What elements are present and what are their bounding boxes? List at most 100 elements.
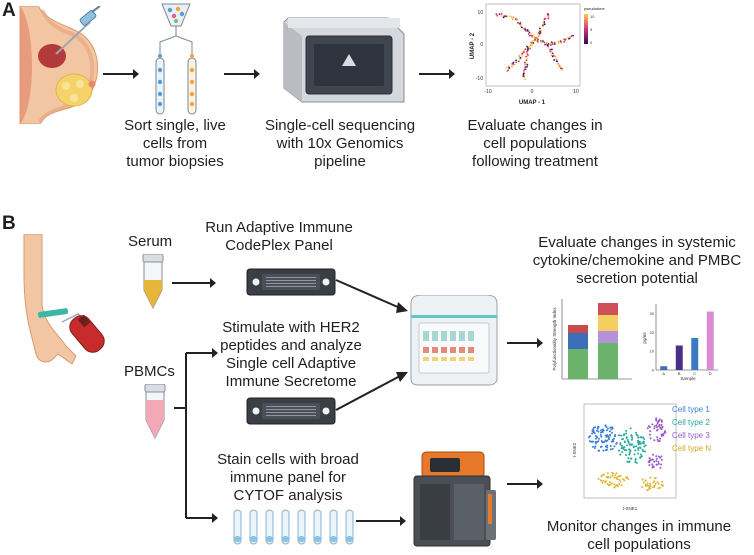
tsne-point <box>615 472 618 475</box>
umap-point <box>521 52 524 55</box>
bar-C <box>691 337 699 370</box>
umap-point <box>526 65 528 68</box>
tsne-point <box>616 475 619 478</box>
umap-point <box>539 30 541 33</box>
tsne-point <box>609 476 612 479</box>
umap-point <box>511 65 513 68</box>
tsne-point <box>656 438 659 441</box>
tsne-point <box>620 484 623 487</box>
step-sequencing-caption: Single-cell sequencing with 10x Genomics… <box>264 117 416 170</box>
umap-point <box>537 41 539 43</box>
umap-ytick-2: 0 <box>480 42 483 48</box>
umap-point <box>542 40 545 43</box>
tsne-point <box>651 463 654 466</box>
tsne-point <box>635 445 638 448</box>
codeplex-caption: Run Adaptive Immune CodePlex Panel <box>205 219 353 254</box>
umap-point <box>500 12 503 15</box>
umap-point <box>495 13 498 16</box>
tsne-point <box>592 440 595 443</box>
tsne-point <box>597 425 600 428</box>
tsne-point <box>634 461 637 464</box>
umap-point <box>543 23 546 26</box>
tsne-point <box>601 481 604 484</box>
tsne-point <box>599 479 602 482</box>
umap-point <box>500 15 503 17</box>
tsne-point <box>592 426 595 429</box>
umap-point <box>549 44 552 46</box>
tsne-point <box>627 457 630 460</box>
chip-to-reader-arrows <box>335 279 408 411</box>
tsne-point <box>592 445 595 448</box>
tsne-point <box>637 448 640 451</box>
tsne-point <box>625 454 628 457</box>
monitor-immune-title: Monitor changes in immune cell populatio… <box>546 518 732 553</box>
tsne-point <box>660 428 663 431</box>
tsne-point <box>638 442 641 445</box>
umap-cb-tick-1: 10 <box>590 14 595 19</box>
umap-point <box>527 30 529 32</box>
tsne-point <box>651 453 654 456</box>
tsne-point <box>649 482 652 485</box>
umap-point <box>523 76 526 79</box>
tsne-point <box>630 438 633 441</box>
umap-point <box>511 18 514 21</box>
tsne-point <box>611 426 614 429</box>
umap-point <box>540 29 543 32</box>
tsne-point <box>629 427 632 430</box>
umap-point <box>524 68 527 71</box>
umap-point <box>508 15 511 18</box>
tsne-point <box>606 446 609 449</box>
tsne-point <box>639 456 642 459</box>
umap-point <box>516 19 519 22</box>
tsne-point <box>660 419 663 422</box>
tsne-point <box>664 431 667 434</box>
tsne-point <box>610 482 613 485</box>
tsne-point <box>660 483 663 486</box>
serum-label: Serum <box>128 233 173 250</box>
umap-cb-tick-2: 5 <box>590 27 593 32</box>
tsne-point <box>601 474 604 477</box>
tsne-point <box>625 449 628 452</box>
tsne-point <box>641 448 644 451</box>
tsne-point <box>620 434 623 437</box>
tsne-point <box>652 466 655 469</box>
umap-xtick-1: -10 <box>484 89 491 95</box>
legend-cell-type-1: Cell type 1 <box>672 405 710 414</box>
codeplex-chip-icon <box>246 268 336 296</box>
tsne-point <box>655 455 658 458</box>
umap-point <box>496 14 499 17</box>
tsne-point <box>656 436 659 439</box>
tsne-point <box>644 479 647 482</box>
tsne-point <box>634 431 637 434</box>
arm-blood-draw-illustration <box>23 234 105 365</box>
arrow-a1 <box>103 69 139 79</box>
tsne-point <box>649 476 652 479</box>
tsne-point <box>611 471 614 474</box>
umap-point <box>547 17 550 20</box>
tsne-point <box>609 445 612 448</box>
umap-point <box>544 17 547 20</box>
tsne-point <box>604 424 607 427</box>
tsne-point <box>606 472 609 475</box>
tsne-point <box>633 453 636 456</box>
tsne-point <box>607 435 610 438</box>
tsne-point <box>653 477 656 480</box>
umap-point <box>526 54 529 57</box>
tsne-point <box>599 433 602 436</box>
tsne-point <box>603 441 606 444</box>
umap-point <box>536 36 539 39</box>
umap-point <box>554 55 557 58</box>
tsne-point <box>659 437 662 440</box>
umap-point <box>522 75 525 78</box>
umap-point <box>523 69 525 72</box>
pbmcs-label: PBMCs <box>124 363 175 380</box>
tsne-point <box>604 439 607 442</box>
tsne-point <box>632 446 635 449</box>
panel-a-letter: A <box>2 0 16 21</box>
tsne-point <box>657 487 660 490</box>
tsne-point <box>625 432 628 435</box>
tsne-point <box>626 476 629 479</box>
tsne-point <box>612 440 615 443</box>
tsne-point <box>630 443 633 446</box>
tsne-point <box>655 460 658 463</box>
